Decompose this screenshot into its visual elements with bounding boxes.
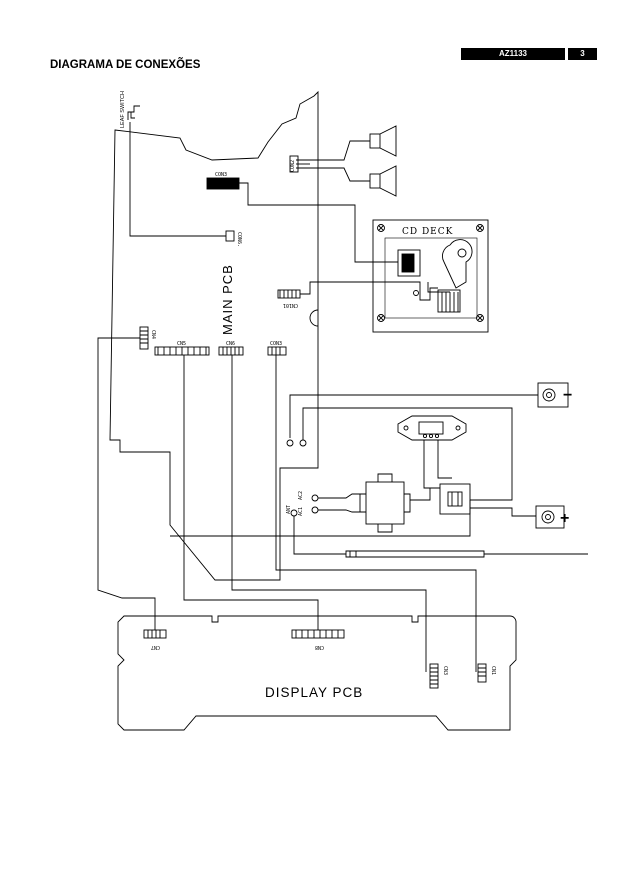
con3-top-connector	[206, 177, 240, 190]
cd-deck-label: CD DECK	[402, 227, 453, 237]
cn3-display-label: CN3	[442, 666, 448, 675]
cn8-label: CN8	[315, 644, 324, 650]
model-badge: AZ1133	[461, 48, 565, 60]
cn4-connector	[139, 326, 149, 350]
con3-top-label: CON3	[215, 172, 227, 178]
page-title: DIAGRAMA DE CONEXÕES	[50, 59, 201, 71]
mains-socket-icon	[397, 415, 467, 441]
cn101-connector	[277, 289, 301, 299]
plus-symbol: +	[560, 510, 569, 527]
cn4-label: CN4	[150, 330, 156, 339]
display-pcb-label: DISPLAY PCB	[265, 685, 363, 700]
minus-symbol: −	[563, 387, 572, 404]
leaf-switch-label: LEAF SWITCH	[120, 91, 126, 128]
cn5-label: CN5	[177, 341, 186, 347]
cn1-display-label: CN1	[490, 666, 496, 675]
cn7-label: CN7	[151, 644, 160, 650]
main-pcb-outline	[109, 90, 319, 581]
con3-mid-label: CON3	[270, 341, 282, 347]
ac2-label: AC2	[298, 491, 304, 500]
page-number-badge: 3	[568, 48, 597, 60]
cn1-display-connector	[477, 663, 487, 683]
con6-label: CON6.	[236, 232, 242, 247]
cn8-connector	[291, 629, 345, 639]
main-pcb-label: MAIN PCB	[220, 264, 235, 335]
dc-jack-plus-icon	[535, 505, 565, 529]
con3-mid-connector	[267, 346, 287, 356]
cn7-connector	[143, 629, 167, 639]
cn6-label: CN6	[226, 341, 235, 347]
display-pcb-outline	[117, 615, 517, 731]
antenna-icon	[345, 550, 588, 558]
leaf-switch-icon	[127, 105, 140, 120]
con2-label: CON2	[290, 160, 296, 172]
speaker-bottom-icon	[369, 173, 381, 189]
transformer-icon	[365, 481, 405, 525]
cd-deck-board	[372, 219, 489, 333]
cn101-label: CN101	[283, 302, 298, 308]
ac1-label: AC1	[298, 507, 304, 516]
ant-label: ANT	[286, 505, 292, 514]
speaker-top-icon	[369, 133, 381, 149]
voltage-selector-icon	[439, 483, 471, 515]
